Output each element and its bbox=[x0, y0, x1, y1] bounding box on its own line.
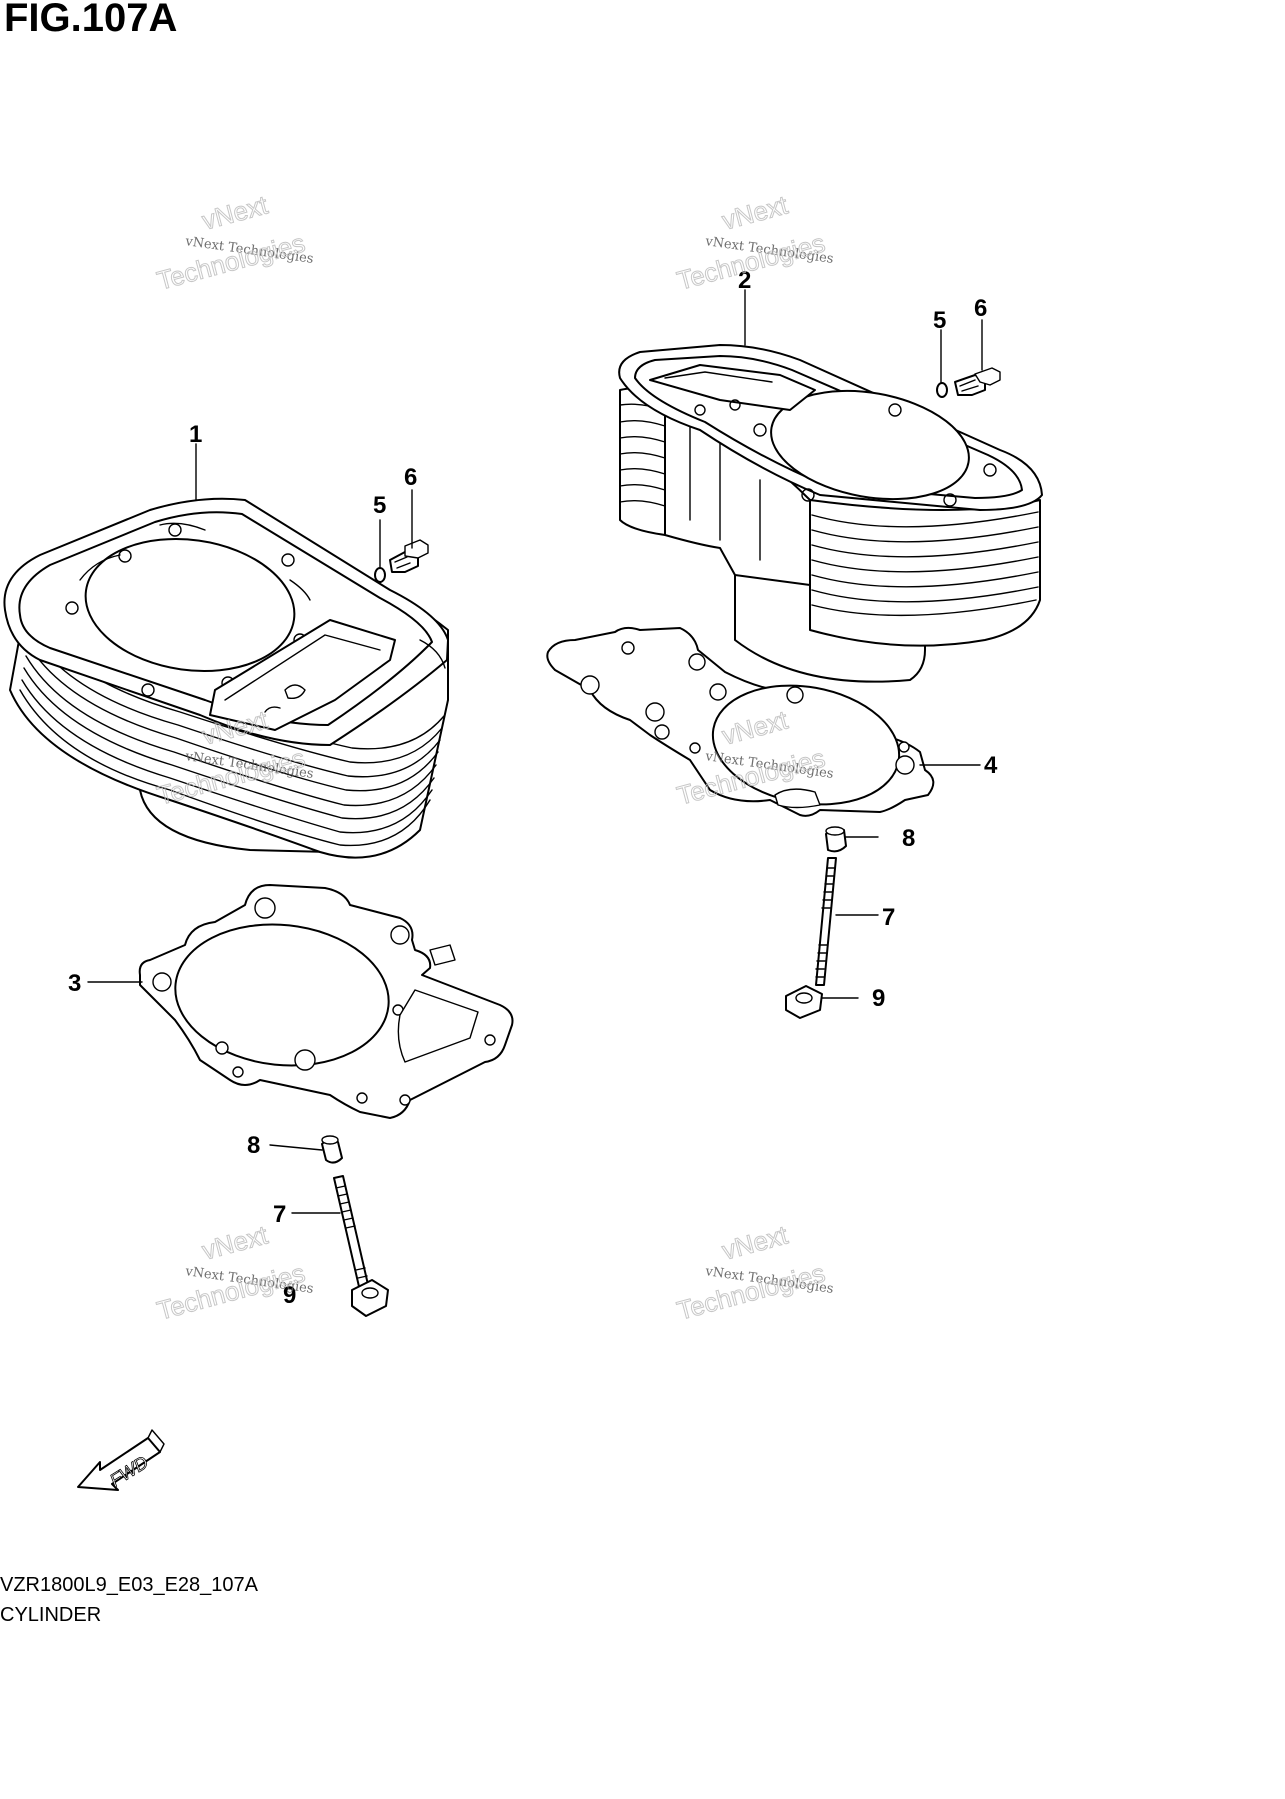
svg-text:vNext: vNext bbox=[199, 189, 272, 235]
left-cylinder[interactable] bbox=[3, 497, 449, 859]
svg-text:Technologies: Technologies bbox=[674, 1258, 828, 1326]
callout-8-left: 8 bbox=[247, 1132, 260, 1159]
svg-text:vNext: vNext bbox=[719, 1219, 792, 1265]
left-union[interactable] bbox=[389, 539, 429, 573]
right-stud[interactable] bbox=[815, 857, 837, 986]
watermark-2: vNext Technologies vNext Technologies bbox=[673, 189, 834, 296]
left-gasket[interactable] bbox=[138, 884, 514, 1119]
callout-2: 2 bbox=[738, 267, 751, 294]
leader-lines bbox=[87, 289, 983, 1214]
callout-7-left: 7 bbox=[273, 1201, 286, 1228]
callout-4: 4 bbox=[984, 752, 998, 779]
callout-6-left: 6 bbox=[404, 464, 417, 491]
callout-5-left: 5 bbox=[373, 492, 386, 519]
left-nut[interactable] bbox=[351, 1279, 389, 1317]
svg-text:vNext: vNext bbox=[199, 1219, 272, 1265]
callout-6-right: 6 bbox=[974, 295, 987, 322]
watermark-5: vNext Technologies vNext Technologies bbox=[153, 1219, 314, 1326]
callout-8-right: 8 bbox=[902, 825, 915, 852]
callout-5-right: 5 bbox=[933, 307, 946, 334]
callout-labels: 1 2 3 4 5 6 5 6 7 8 9 7 8 9 bbox=[68, 267, 998, 1309]
callout-7-right: 7 bbox=[882, 904, 895, 931]
figure-code: VZR1800L9_E03_E28_107A bbox=[0, 1574, 258, 1596]
callout-3: 3 bbox=[68, 970, 81, 997]
figure-title: FIG.107A bbox=[4, 0, 178, 40]
right-gasket[interactable] bbox=[546, 626, 935, 819]
right-union[interactable] bbox=[954, 367, 1001, 396]
callout-9-right: 9 bbox=[872, 985, 885, 1012]
figure-name: CYLINDER bbox=[0, 1604, 102, 1626]
right-oring[interactable] bbox=[936, 382, 948, 398]
left-dowel[interactable] bbox=[321, 1135, 343, 1164]
callout-9-left: 9 bbox=[283, 1282, 296, 1309]
svg-text:Technologies: Technologies bbox=[154, 228, 308, 296]
watermark-1: vNext Technologies vNext Technologies bbox=[153, 189, 314, 296]
watermark-6: vNext Technologies vNext Technologies bbox=[673, 1219, 834, 1326]
right-cylinder[interactable] bbox=[618, 344, 1043, 683]
svg-text:vNext: vNext bbox=[719, 189, 792, 235]
left-oring[interactable] bbox=[374, 567, 386, 583]
right-dowel[interactable] bbox=[825, 826, 847, 853]
fwd-arrow: FWD bbox=[77, 1429, 165, 1491]
callout-1: 1 bbox=[189, 421, 202, 448]
svg-text:Technologies: Technologies bbox=[154, 1258, 308, 1326]
right-nut[interactable] bbox=[785, 985, 823, 1019]
right-cylinder-fins-right bbox=[809, 499, 1041, 647]
